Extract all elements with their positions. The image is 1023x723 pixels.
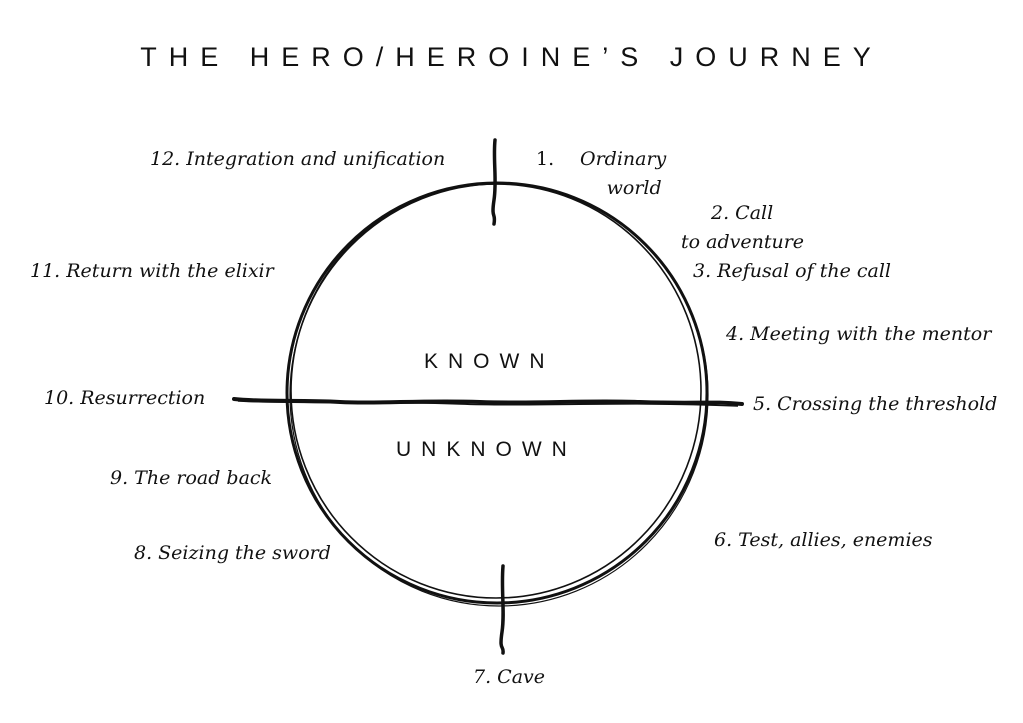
stage-8-label: 8. Seizing the sword: [134, 542, 331, 564]
threshold-line: [232, 397, 744, 406]
stage-6-label: 6. Test, allies, enemies: [714, 529, 933, 551]
stage-10-label: 10. Resurrection: [44, 387, 206, 409]
stage-5-label: 5. Crossing the threshold: [753, 393, 998, 415]
stage-11-label: 11. Return with the elixir: [30, 260, 274, 282]
stage-2-line-2: to adventure: [681, 231, 805, 253]
stage-12-label: 12. Integration and unification: [150, 148, 446, 170]
stage-2-label: 2. Call to adventure: [681, 199, 804, 257]
unknown-label: UNKNOWN: [396, 438, 577, 461]
journey-circle-inner: [290, 183, 702, 599]
top-tick: [491, 138, 497, 226]
journey-circle-stroke-3: [289, 183, 709, 607]
stage-4-label: 4. Meeting with the mentor: [726, 323, 992, 345]
threshold-line-texture: [237, 400, 739, 407]
stage-1-line-2: world: [606, 177, 662, 199]
stage-1-line-1: Ordinary: [580, 148, 667, 170]
diagram-title: THE HERO/HEROINE’S JOURNEY: [140, 42, 883, 72]
known-label: KNOWN: [424, 350, 555, 373]
stage-2-line-1: 2. Call: [711, 202, 774, 224]
journey-circle-outer: [285, 181, 709, 605]
stage-3-label: 3. Refusal of the call: [693, 260, 891, 282]
stage-7-label: 7. Cave: [473, 666, 546, 688]
stage-9-label: 9. The road back: [110, 467, 273, 489]
bottom-tick: [499, 564, 505, 655]
stage-1-number: 1.: [536, 148, 555, 170]
stage-1-label: Ordinary world: [580, 145, 666, 203]
